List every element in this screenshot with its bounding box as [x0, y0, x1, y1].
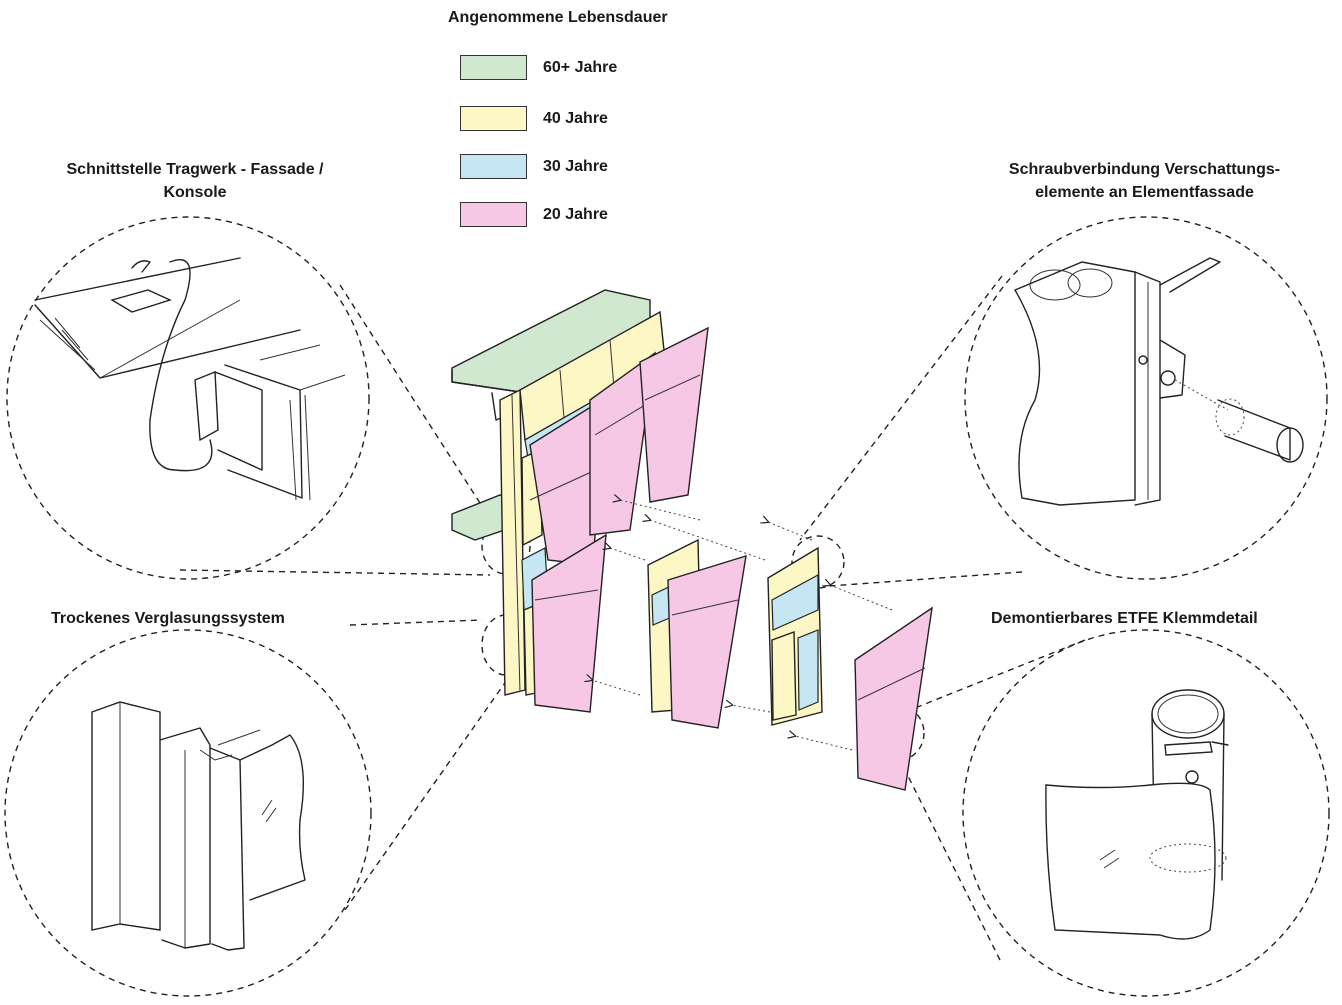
caption-line: Schraubverbindung Verschattungs-: [1008, 161, 1281, 178]
detail-etfe-drawing: [1045, 689, 1229, 940]
caption-line: Konsole: [163, 184, 227, 201]
caption-interface-structure-facade: Schnittstelle Tragwerk - Fassade / Konso…: [30, 158, 360, 204]
legend-title: Angenommene Lebensdauer: [448, 9, 668, 26]
detail-circle-top-left: [6, 216, 370, 580]
legend-label: 60+ Jahre: [543, 59, 618, 76]
leader-line: [349, 619, 483, 626]
detail-circle-bottom-right: [962, 629, 1330, 997]
facade-assembly: [451, 289, 933, 791]
caption-screw-connection-shading: Schraubverbindung Verschattungs- element…: [972, 158, 1317, 204]
caption-dry-glazing-system: Trockenes Verglasungssystem: [51, 610, 285, 627]
leader-line: [899, 759, 1001, 961]
leader-line: [829, 571, 1023, 587]
detail-circle-bottom-left: [4, 629, 372, 997]
legend-item-30: 30 Jahre: [460, 154, 760, 182]
caption-line: elemente an Elementfassade: [1035, 184, 1254, 201]
legend-swatch: [460, 154, 527, 179]
detail-circle-top-right: [964, 216, 1328, 580]
legend-item-40: 40 Jahre: [460, 106, 760, 134]
detail-console-drawing: [34, 257, 346, 501]
legend-swatch: [460, 55, 527, 80]
leader-line: [799, 275, 1003, 541]
caption-line: Schnittstelle Tragwerk - Fassade /: [66, 161, 324, 178]
legend-swatch: [460, 202, 527, 227]
leader-line: [179, 569, 491, 576]
detail-screw-drawing: [1013, 257, 1304, 506]
legend-label: 20 Jahre: [543, 206, 608, 223]
legend-label: 30 Jahre: [543, 158, 608, 175]
legend-label: 40 Jahre: [543, 110, 608, 127]
legend-swatch: [460, 106, 527, 131]
leader-line: [344, 669, 515, 911]
legend-item-20: 20 Jahre: [460, 202, 760, 230]
caption-etfe-clamp-detail: Demontierbares ETFE Klemmdetail: [991, 610, 1258, 627]
leader-line: [909, 639, 1086, 711]
detail-glazing-drawing: [91, 701, 306, 951]
leader-line: [339, 284, 497, 529]
legend-item-60: 60+ Jahre: [460, 55, 760, 83]
callout-circle-screw: [791, 535, 845, 589]
